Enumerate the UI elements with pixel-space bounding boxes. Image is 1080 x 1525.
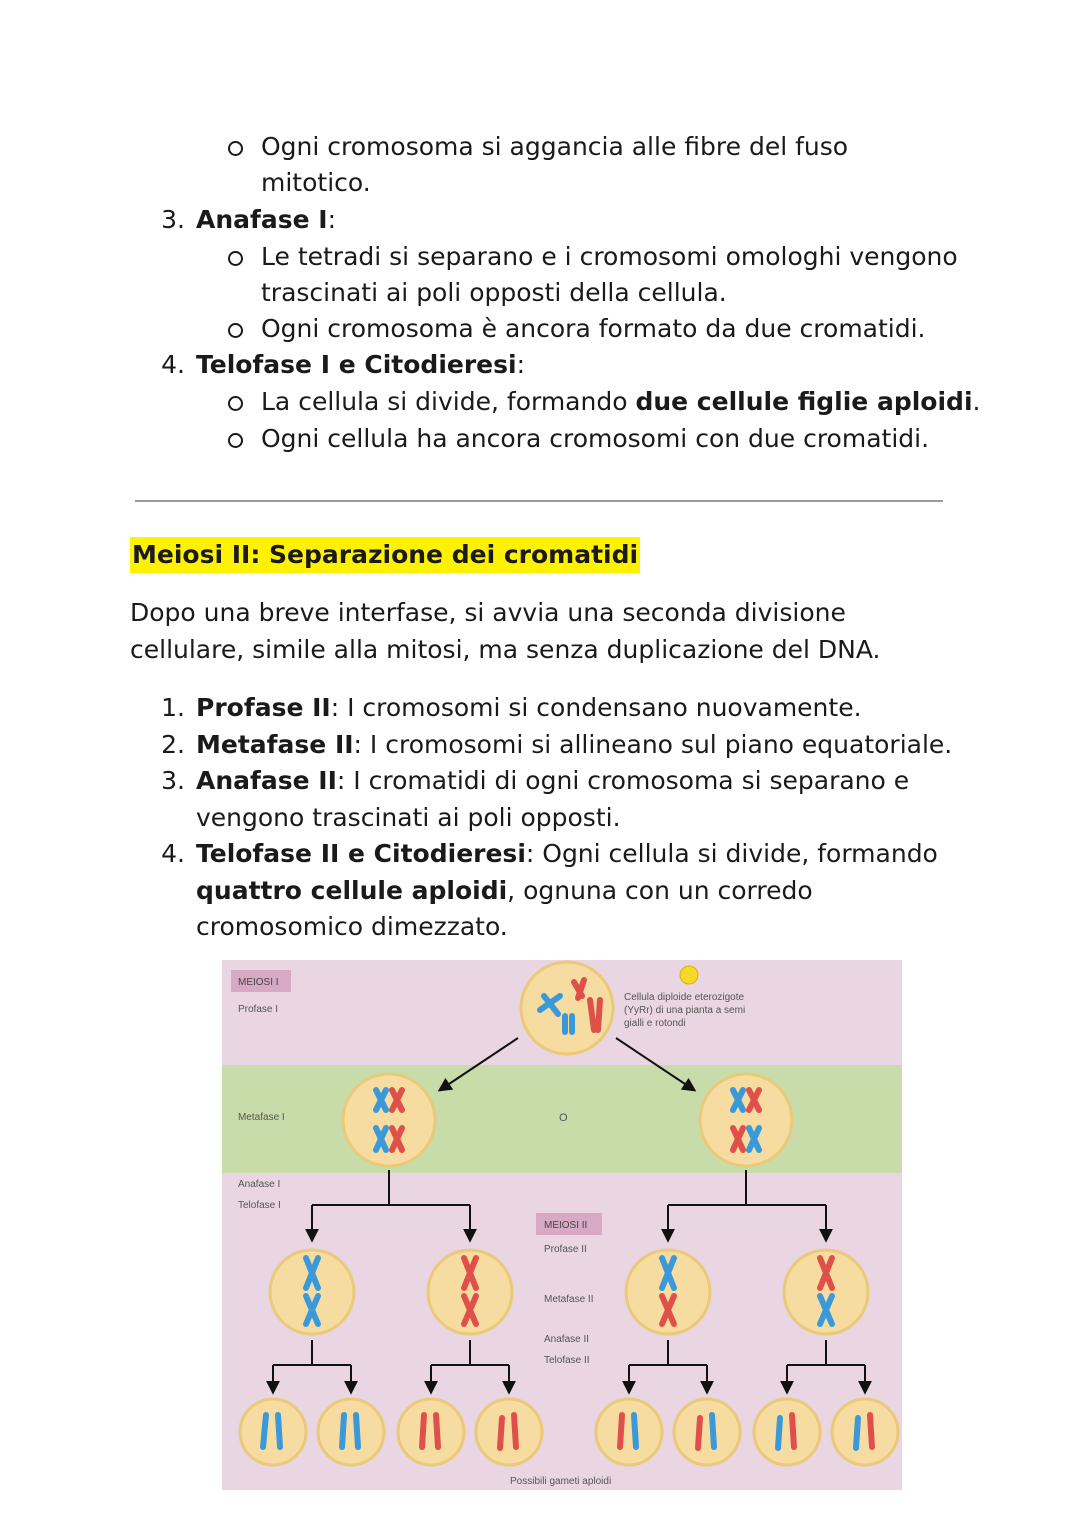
list-item-title: Anafase I: bbox=[196, 202, 336, 238]
step-text: vengono trascinati ai poli opposti. bbox=[196, 803, 621, 832]
gamete-cell bbox=[238, 1397, 308, 1467]
text-run: : I cromosomi si condensano nuovamente. bbox=[330, 693, 862, 722]
text-run: La cellula si divide, formando bbox=[261, 387, 636, 416]
text-run: . bbox=[972, 387, 981, 416]
meiosi-1-tag bbox=[231, 970, 291, 992]
bullet-text: mitotico. bbox=[261, 168, 371, 197]
bold-term: due cellule figlie aploidi bbox=[635, 387, 973, 416]
list-number: 3. bbox=[161, 766, 185, 795]
list-number: 2. bbox=[161, 730, 185, 759]
list-number: 4. bbox=[161, 350, 185, 379]
bullet-marker bbox=[228, 251, 243, 266]
arrow bbox=[437, 1037, 519, 1092]
cell-meiosi-2 bbox=[268, 1248, 356, 1336]
gamete-cell bbox=[672, 1397, 742, 1467]
list-number: 4. bbox=[161, 839, 185, 868]
bold-term: Anafase I bbox=[196, 205, 328, 234]
list-number: 1. bbox=[161, 693, 185, 722]
colon: : bbox=[516, 350, 526, 379]
cell-metafase-1-left bbox=[341, 1072, 437, 1168]
bullet-text: Ogni cellula ha ancora cromosomi con due… bbox=[261, 424, 930, 453]
step-text: Metafase II: I cromosomi si allineano su… bbox=[196, 727, 952, 763]
intro-line: cellulare, simile alla mitosi, ma senza … bbox=[130, 635, 881, 664]
gamete-cell bbox=[752, 1397, 822, 1467]
step-text: cromosomico dimezzato. bbox=[196, 912, 508, 941]
bullet-text: Le tetradi si separano e i cromosomi omo… bbox=[261, 242, 958, 271]
text-run: : Ogni cellula si divide, formando bbox=[525, 839, 938, 868]
or-label: O bbox=[559, 1112, 568, 1124]
gamete-cell bbox=[594, 1397, 664, 1467]
intro-line: Dopo una breve interfase, si avvia una s… bbox=[130, 598, 846, 627]
cell-meiosi-2 bbox=[426, 1248, 514, 1336]
metafase-1-label: Metafase I bbox=[238, 1112, 285, 1123]
horizontal-rule bbox=[135, 500, 943, 502]
arrow bbox=[615, 1037, 697, 1092]
gamete-cell bbox=[316, 1397, 386, 1467]
meiosi-2-tag bbox=[536, 1213, 602, 1235]
cell-caption-line: Cellula diploide eterozigote bbox=[624, 992, 745, 1003]
gametes-caption: Possibili gameti aploidi bbox=[510, 1476, 611, 1487]
cell-caption-line: (YyRr) di una pianta a semi bbox=[624, 1005, 745, 1016]
step-text: quattro cellule aploidi, ognuna con un c… bbox=[196, 873, 813, 909]
connector-left bbox=[305, 1170, 477, 1243]
telofase-1-label: Telofase I bbox=[238, 1200, 281, 1211]
cell-meiosi-2 bbox=[782, 1248, 870, 1336]
cell-meiosi-2 bbox=[624, 1248, 712, 1336]
colon: : bbox=[327, 205, 337, 234]
text-run: , ognuna con un corredo bbox=[507, 876, 813, 905]
bullet-text: La cellula si divide, formando due cellu… bbox=[261, 384, 980, 420]
profase-2-label: Profase II bbox=[544, 1244, 587, 1255]
bold-term: Metafase II bbox=[196, 730, 354, 759]
bullet-marker bbox=[228, 141, 243, 156]
meiosi-1-label: MEIOSI I bbox=[238, 977, 279, 988]
bullet-text: Ogni cromosoma è ancora formato da due c… bbox=[261, 314, 926, 343]
bold-term: Anafase II bbox=[196, 766, 337, 795]
list-item-title: Telofase I e Citodieresi: bbox=[196, 347, 525, 383]
bold-term: Telofase I e Citodieresi bbox=[196, 350, 517, 379]
meiosis-diagram: MEIOSI I Profase I Metafase I Anafase I … bbox=[222, 960, 902, 1490]
bullet-marker bbox=[228, 396, 243, 411]
step-text: Profase II: I cromosomi si condensano nu… bbox=[196, 690, 862, 726]
metafase-2-label: Metafase II bbox=[544, 1294, 593, 1305]
yellow-seed-icon bbox=[679, 965, 699, 985]
cell-metafase-1-right bbox=[698, 1072, 794, 1168]
telofase-2-label: Telofase II bbox=[544, 1355, 590, 1366]
list-number: 3. bbox=[161, 205, 185, 234]
cell-profase-1 bbox=[519, 960, 615, 1056]
anafase-2-label: Anafase II bbox=[544, 1334, 589, 1345]
bold-term: Profase II bbox=[196, 693, 331, 722]
step-text: Telofase II e Citodieresi: Ogni cellula … bbox=[196, 836, 938, 872]
step-text: Anafase II: I cromatidi di ogni cromosom… bbox=[196, 763, 909, 799]
meiosi-2-label: MEIOSI II bbox=[544, 1220, 587, 1231]
bullet-marker bbox=[228, 433, 243, 448]
connector-gametes bbox=[266, 1340, 872, 1395]
bullet-marker bbox=[228, 323, 243, 338]
gamete-cell bbox=[474, 1397, 544, 1467]
section-heading: Meiosi II: Separazione dei cromatidi bbox=[130, 537, 641, 573]
text-run: : I cromosomi si allineano sul piano equ… bbox=[353, 730, 953, 759]
gamete-cell bbox=[830, 1397, 900, 1467]
text-run: : I cromatidi di ogni cromosoma si separ… bbox=[336, 766, 910, 795]
anafase-1-label: Anafase I bbox=[238, 1179, 280, 1190]
gamete-cell bbox=[396, 1397, 466, 1467]
connector-right bbox=[661, 1170, 833, 1243]
cell-caption-line: gialli e rotondi bbox=[624, 1018, 686, 1029]
bullet-text: trascinati ai poli opposti della cellula… bbox=[261, 278, 727, 307]
bold-term: quattro cellule aploidi bbox=[196, 876, 508, 905]
profase-1-label: Profase I bbox=[238, 1004, 278, 1015]
bold-term: Telofase II e Citodieresi bbox=[196, 839, 526, 868]
bullet-text: Ogni cromosoma si aggancia alle fibre de… bbox=[261, 132, 849, 161]
